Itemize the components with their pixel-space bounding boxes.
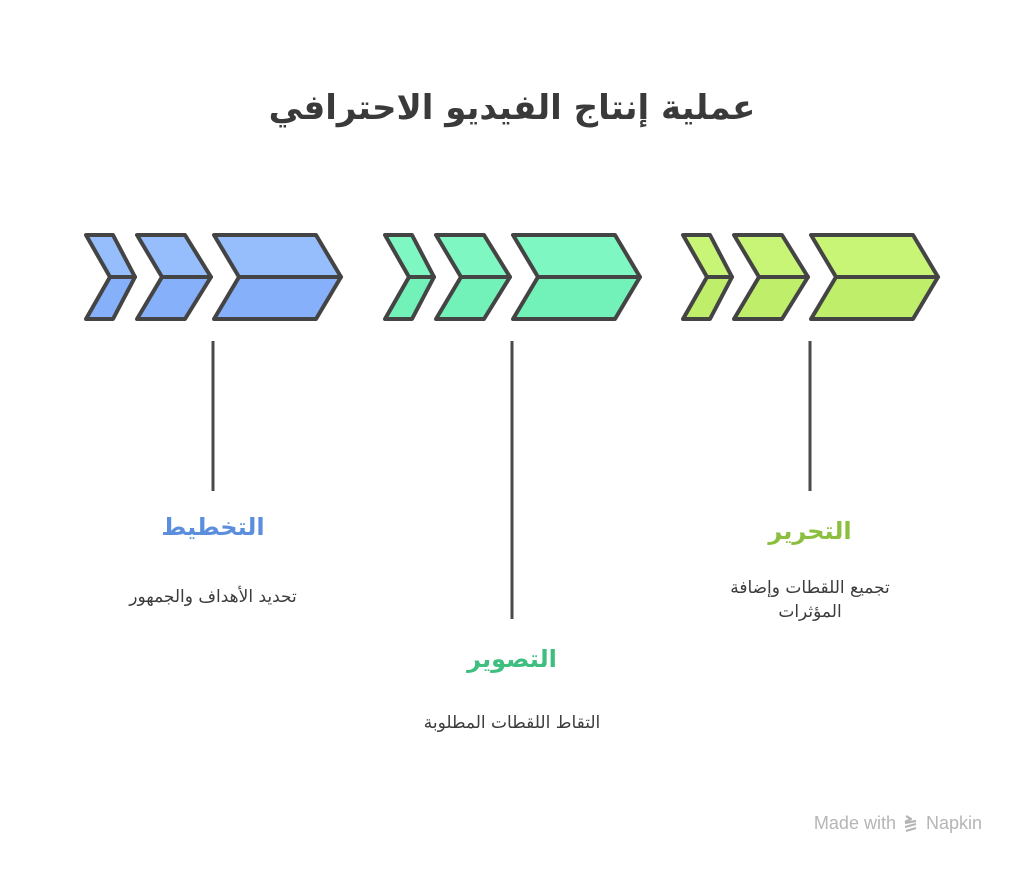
chevron-medium	[135, 233, 213, 321]
stage-1-description: تحديد الأهداف والجمهور	[129, 587, 297, 607]
napkin-brand-label: Napkin	[925, 813, 982, 833]
stage-3-title: التحرير	[768, 517, 852, 545]
stage-2-chevron-group	[383, 233, 642, 321]
chevron-large	[212, 233, 343, 321]
chevron-small	[84, 233, 137, 321]
napkin-logo-icon	[904, 814, 917, 832]
chevron-large	[809, 233, 940, 321]
made-with-label: Made with	[813, 813, 896, 833]
stage-1-chevron-group	[84, 233, 343, 321]
diagram-title: عملية إنتاج الفيديو الاحترافي	[268, 88, 756, 128]
made-with-napkin-watermark: Made with Napkin	[814, 813, 982, 834]
chevron-small	[681, 233, 734, 321]
stage-2-description: التقاط اللقطات المطلوبة	[423, 713, 601, 733]
stage-3-chevron-group	[681, 233, 940, 321]
chevron-small	[383, 233, 436, 321]
stage-3-description: تجميع اللقطات وإضافة المؤثرات	[730, 578, 890, 622]
stage-1-title: التخطيط	[161, 513, 265, 541]
chevron-medium	[434, 233, 512, 321]
chevron-medium	[732, 233, 810, 321]
chevron-large	[511, 233, 642, 321]
stage-2-title: التصوير	[467, 645, 557, 673]
